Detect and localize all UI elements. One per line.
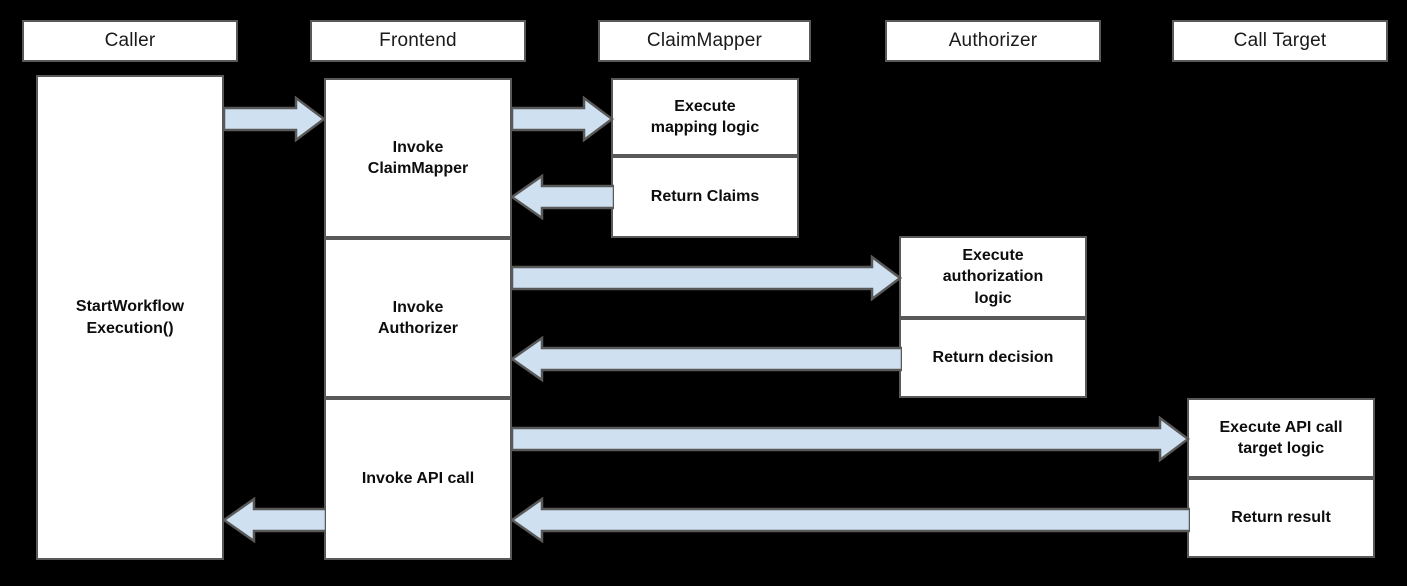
- arrow-frontend-to-calltarget: [512, 416, 1190, 462]
- activation-claimmapper-execute-mapping: Execute mapping logic: [611, 78, 799, 156]
- activation-frontend-invoke-claimmapper: Invoke ClaimMapper: [324, 78, 512, 238]
- lifeline-header-calltarget: Call Target: [1172, 20, 1388, 62]
- activation-claimmapper-return-claims: Return Claims: [611, 156, 799, 238]
- activation-frontend-invoke-authorizer: Invoke Authorizer: [324, 238, 512, 398]
- arrow-caller-to-frontend: [224, 96, 326, 142]
- lifeline-header-authorizer: Authorizer: [885, 20, 1101, 62]
- activation-frontend-invoke-api-call: Invoke API call: [324, 398, 512, 560]
- lifeline-header-caller: Caller: [22, 20, 238, 62]
- activation-authorizer-return-decision: Return decision: [899, 318, 1087, 398]
- arrow-frontend-to-caller: [222, 497, 326, 543]
- arrow-frontend-to-claimmapper: [512, 96, 614, 142]
- activation-caller-start-workflow: StartWorkflow Execution(): [36, 75, 224, 560]
- arrow-calltarget-to-frontend: [510, 497, 1190, 543]
- lifeline-header-claimmapper: ClaimMapper: [598, 20, 811, 62]
- activation-calltarget-execute-api: Execute API call target logic: [1187, 398, 1375, 478]
- activation-authorizer-execute-auth: Execute authorization logic: [899, 236, 1087, 318]
- arrow-frontend-to-authorizer: [512, 255, 902, 301]
- arrow-authorizer-to-frontend: [510, 336, 902, 382]
- arrow-claimmapper-to-frontend: [510, 174, 614, 220]
- activation-calltarget-return-result: Return result: [1187, 478, 1375, 558]
- lifeline-header-frontend: Frontend: [310, 20, 526, 62]
